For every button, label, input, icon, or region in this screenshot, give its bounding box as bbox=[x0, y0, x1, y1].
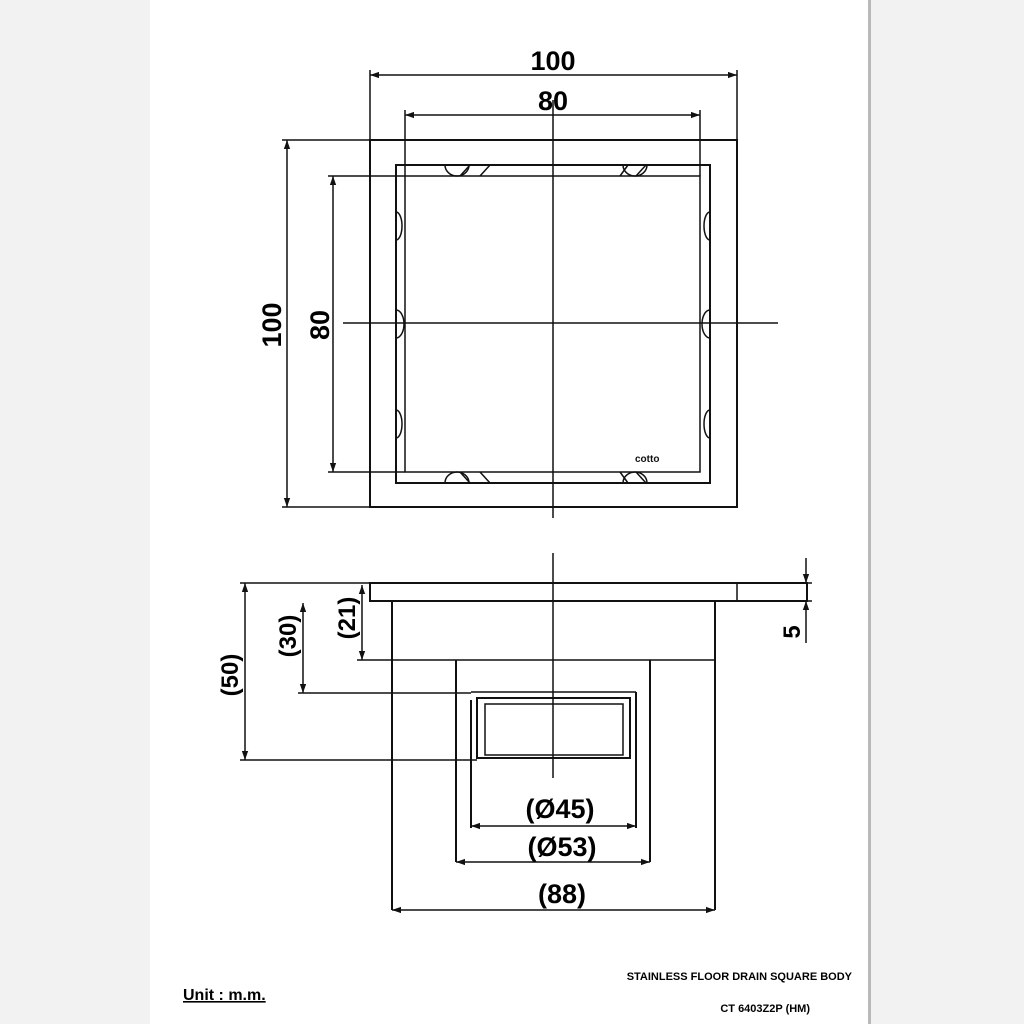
notch-top-left bbox=[444, 164, 470, 177]
dim-width-100: 100 bbox=[530, 46, 575, 76]
notch-detail-3 bbox=[459, 471, 491, 484]
notch-detail-2 bbox=[619, 164, 647, 177]
sheet-edge bbox=[868, 0, 871, 1024]
product-name: STAINLESS FLOOR DRAIN SQUARE BODY bbox=[627, 971, 853, 983]
trap-cup-inner bbox=[484, 703, 624, 756]
notch-left-top bbox=[395, 211, 403, 241]
dim-depth-21: (21) bbox=[334, 597, 361, 640]
notch-right-bottom bbox=[703, 409, 711, 439]
notch-bottom-left bbox=[444, 471, 470, 484]
notch-top-right bbox=[622, 164, 648, 177]
plan-view: cotto 100 80 100 80 bbox=[257, 46, 778, 518]
notch-right-top bbox=[703, 211, 711, 241]
drawing-sheet bbox=[150, 0, 868, 1024]
flange bbox=[369, 582, 808, 602]
dim-height-80: 80 bbox=[305, 310, 335, 340]
section-view: 5 (50) (30) (21) (Ø45) (Ø53) (88) bbox=[217, 553, 812, 914]
dim-body-88: (88) bbox=[538, 879, 586, 909]
dim-height-100: 100 bbox=[257, 302, 287, 347]
title-block: Unit : m.m. STAINLESS FLOOR DRAIN SQUARE… bbox=[183, 971, 853, 1015]
model-code: CT 6403Z2P (HM) bbox=[720, 1003, 810, 1015]
notch-detail-4 bbox=[619, 471, 647, 484]
notch-left-bottom bbox=[395, 409, 403, 439]
dim-width-80: 80 bbox=[538, 86, 568, 116]
unit-label: Unit : m.m. bbox=[183, 987, 266, 1004]
notch-right-mid bbox=[701, 309, 711, 339]
outlet-inner bbox=[470, 692, 637, 828]
dim-flange-5: 5 bbox=[779, 625, 806, 638]
dim-depth-50: (50) bbox=[217, 654, 244, 697]
dim-outlet-45: (Ø45) bbox=[525, 794, 594, 824]
notch-bottom-right bbox=[622, 471, 648, 484]
brand-logo: cotto bbox=[635, 454, 659, 465]
notch-detail bbox=[459, 164, 491, 177]
dim-depth-30: (30) bbox=[275, 615, 302, 658]
dim-outlet-53: (Ø53) bbox=[527, 832, 596, 862]
body-outline bbox=[391, 601, 716, 910]
notch-left-mid bbox=[395, 309, 405, 339]
